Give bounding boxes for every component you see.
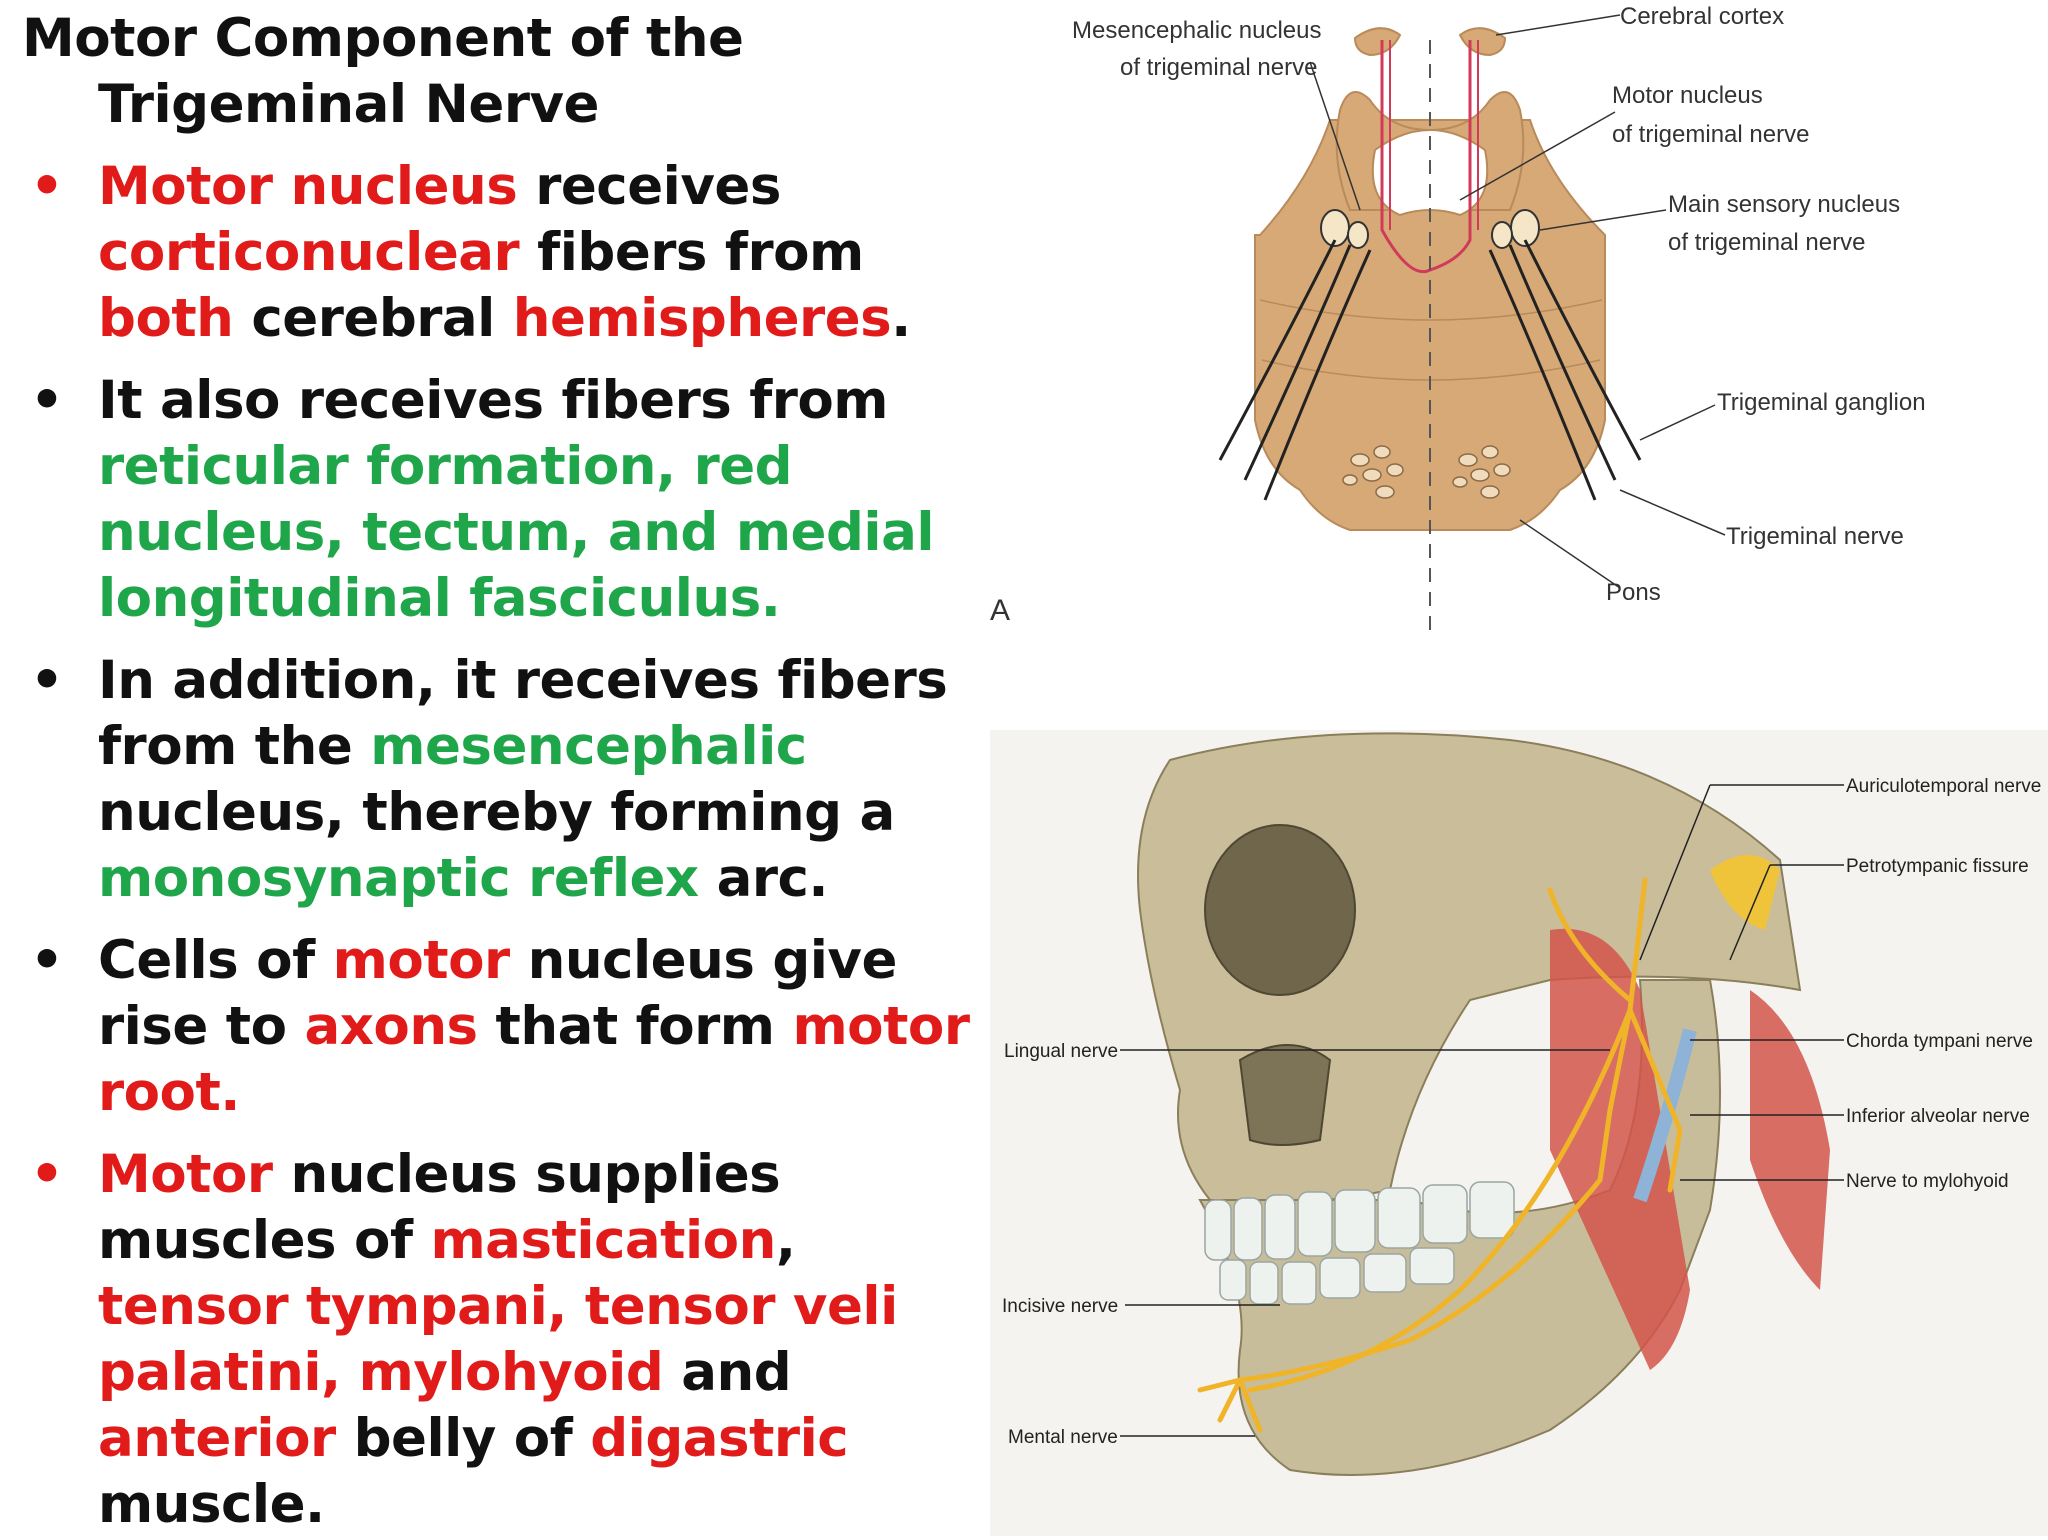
label-trigeminal-nerve: Trigeminal nerve bbox=[1726, 523, 1904, 550]
bullet-text-segment: mesencephalic bbox=[370, 716, 807, 777]
bullet-item-1: • Motor nucleus receives corticonuclear f… bbox=[22, 154, 1002, 352]
bullet-text-segment: In addition, it receives fibers from the bbox=[98, 650, 948, 777]
bullet-item-5: • Motor nucleus supplies muscles of masti… bbox=[22, 1142, 1002, 1538]
bullet-text-segment: , bbox=[775, 1210, 796, 1271]
trigeminal-nuclei-diagram: Mesencephalic nucleus of trigeminal nerv… bbox=[990, 0, 2048, 665]
bullet-text-segment: fibers from bbox=[519, 222, 864, 283]
bullet-text-segment: reticular formation, red nucleus, tectum… bbox=[98, 436, 935, 629]
bullet-text-segment: both bbox=[98, 288, 234, 349]
label-main-sensory-nucleus-2: of trigeminal nerve bbox=[1668, 229, 1865, 256]
bullet-dot: • bbox=[30, 930, 64, 991]
bullet-text-segment: and bbox=[663, 1342, 792, 1403]
mandibular-nerve-illustration-panel: Auriculotemporal nerve Petrotympanic fis… bbox=[990, 730, 2048, 1536]
mandibular-nerve-illustration: Auriculotemporal nerve Petrotympanic fis… bbox=[1002, 732, 2041, 1476]
bullet-text-segment: arc. bbox=[698, 848, 829, 909]
bullet-text-segment: muscle. bbox=[98, 1474, 325, 1535]
bullet-text-segment: . bbox=[891, 288, 911, 349]
label-cerebral-cortex: Cerebral cortex bbox=[1620, 3, 1784, 30]
bullet-dot: • bbox=[30, 1144, 64, 1205]
label-motor-nucleus-2: of trigeminal nerve bbox=[1612, 121, 1809, 148]
bullet-text-segment: digastric bbox=[590, 1408, 849, 1469]
bullet-text-segment: cerebral bbox=[233, 288, 513, 349]
bullet-text-segment: tensor tympani, tensor veli palatini, my… bbox=[98, 1276, 898, 1403]
slide-title: Motor Component of the Trigeminal Nerve bbox=[22, 6, 1002, 138]
label-nerve-to-mylohyoid: Nerve to mylohyoid bbox=[1846, 1171, 2009, 1192]
label-petrotympanic-fissure: Petrotympanic fissure bbox=[1846, 856, 2029, 877]
bullet-item-3: • In addition, it receives fibers from th… bbox=[22, 648, 1002, 912]
label-chorda-tympani-nerve: Chorda tympani nerve bbox=[1846, 1031, 2033, 1052]
bullet-dot: • bbox=[30, 370, 64, 431]
bullet-text-segment: nucleus, thereby forming a bbox=[98, 782, 895, 843]
slide-title-line-2: Trigeminal Nerve bbox=[98, 74, 599, 135]
label-pons: Pons bbox=[1606, 579, 1661, 606]
bullet-text-segment: belly of bbox=[335, 1408, 591, 1469]
bullet-text-segment: It also receives fibers from bbox=[98, 370, 889, 431]
label-lingual-nerve: Lingual nerve bbox=[1004, 1041, 1118, 1062]
bullet-text-segment: that form bbox=[477, 996, 793, 1057]
label-motor-nucleus-1: Motor nucleus bbox=[1612, 82, 1763, 109]
bullet-list: • Motor nucleus receives corticonuclear f… bbox=[22, 154, 1002, 1538]
bullet-text-segment: Motor bbox=[98, 1144, 273, 1205]
label-mesencephalic-nucleus-2: of trigeminal nerve bbox=[1120, 54, 1317, 81]
bullet-dot: • bbox=[30, 650, 64, 711]
bullet-text-segment: monosynaptic reflex bbox=[98, 848, 699, 909]
label-mesencephalic-nucleus-1: Mesencephalic nucleus bbox=[1072, 17, 1321, 44]
panel-letter: A bbox=[990, 594, 1010, 627]
bullet-text-segment: hemispheres bbox=[512, 288, 892, 349]
bullet-item-2: • It also receives fibers from reticular … bbox=[22, 368, 1002, 632]
bullet-text-segment: anterior bbox=[98, 1408, 336, 1469]
bullet-text-segment: corticonuclear bbox=[98, 222, 520, 283]
bullet-text-segment: axons bbox=[304, 996, 478, 1057]
bullet-item-4: • Cells of motor nucleus give rise to axo… bbox=[22, 928, 1002, 1126]
label-trigeminal-ganglion: Trigeminal ganglion bbox=[1717, 389, 1926, 416]
label-main-sensory-nucleus-1: Main sensory nucleus bbox=[1668, 191, 1900, 218]
bullet-text-segment: motor root. bbox=[98, 996, 970, 1123]
bullet-text-segment: motor bbox=[332, 930, 511, 991]
slide-text-column: Motor Component of the Trigeminal Nerve … bbox=[22, 6, 1002, 1538]
trigeminal-nuclei-illustration: Mesencephalic nucleus of trigeminal nerv… bbox=[990, 3, 1926, 640]
bullet-text-segment: Motor nucleus bbox=[98, 156, 518, 217]
label-mental-nerve: Mental nerve bbox=[1008, 1427, 1118, 1448]
bullet-text-segment: Cells of bbox=[98, 930, 333, 991]
label-inferior-alveolar-nerve: Inferior alveolar nerve bbox=[1846, 1106, 2030, 1127]
bullet-text-segment: nucleus give rise to bbox=[98, 930, 897, 1057]
label-auriculotemporal-nerve: Auriculotemporal nerve bbox=[1846, 776, 2041, 797]
slide-title-line-1: Motor Component of the bbox=[22, 8, 744, 69]
label-incisive-nerve: Incisive nerve bbox=[1002, 1296, 1118, 1317]
bullet-text-segment: mastication bbox=[430, 1210, 776, 1271]
bullet-text-segment: receives bbox=[517, 156, 781, 217]
bullet-text-segment: nucleus supplies muscles of bbox=[98, 1144, 781, 1271]
bullet-dot: • bbox=[30, 156, 64, 217]
